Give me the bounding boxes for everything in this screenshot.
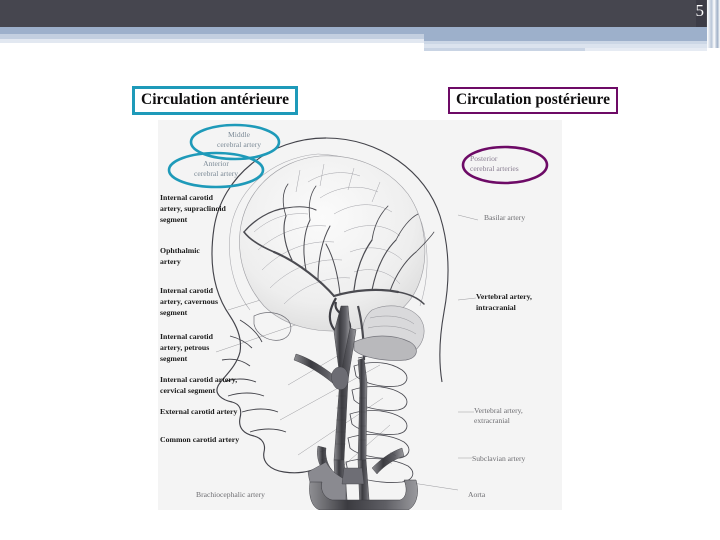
header-accent-1 xyxy=(424,34,707,41)
header-accent-5 xyxy=(585,48,707,51)
label-ophthalmic-artery: Ophthalmic artery xyxy=(160,246,200,266)
label-brachiocephalic-artery: Brachiocephalic artery xyxy=(196,490,265,499)
label-middle-cerebral-artery: Middle cerebral artery xyxy=(216,130,262,150)
label-anterior-cerebral-artery: Anterior cerebral artery xyxy=(193,159,239,179)
title-posterior-circulation: Circulation postérieure xyxy=(448,87,618,115)
label-subclavian-artery: Subclavian artery xyxy=(472,454,526,463)
header-bar-right xyxy=(696,0,706,27)
label-ica-cervical: Internal carotid artery, cervical segmen… xyxy=(160,375,238,395)
label-aorta: Aorta xyxy=(468,490,486,499)
title-anterior-circulation: Circulation antérieure xyxy=(132,86,298,116)
label-ica-supraclinoid: Internal carotid artery, supraclinoid se… xyxy=(160,193,226,224)
page-number: 5 xyxy=(695,1,705,20)
header-edge-stripe xyxy=(707,0,720,48)
label-vertebral-artery-extracranial: Vertebral artery, extracranial xyxy=(474,406,523,426)
header-accent-4 xyxy=(424,48,585,51)
label-common-carotid-artery: Common carotid artery xyxy=(160,435,240,444)
label-ica-cavernous: Internal carotid artery, cavernous segme… xyxy=(160,286,219,317)
anatomy-illustration xyxy=(158,120,562,510)
label-basilar-artery: Basilar artery xyxy=(484,213,526,222)
header-accent-3 xyxy=(424,44,707,48)
label-ica-petrous: Internal carotid artery, petrous segment xyxy=(160,332,213,363)
header-bar xyxy=(0,0,720,27)
header-accent-2 xyxy=(424,41,707,44)
header-band-1 xyxy=(0,27,720,34)
cerebral-circulation-diagram: Middle cerebral artery Anterior cerebral… xyxy=(158,120,562,510)
header-band-3 xyxy=(0,39,720,43)
label-posterior-cerebral-arteries: Posterior cerebral arteries xyxy=(470,154,519,174)
label-vertebral-artery-intracranial: Vertebral artery, intracranial xyxy=(476,292,532,312)
header-band-2 xyxy=(0,34,720,39)
label-external-carotid-artery: External carotid artery xyxy=(160,407,238,416)
